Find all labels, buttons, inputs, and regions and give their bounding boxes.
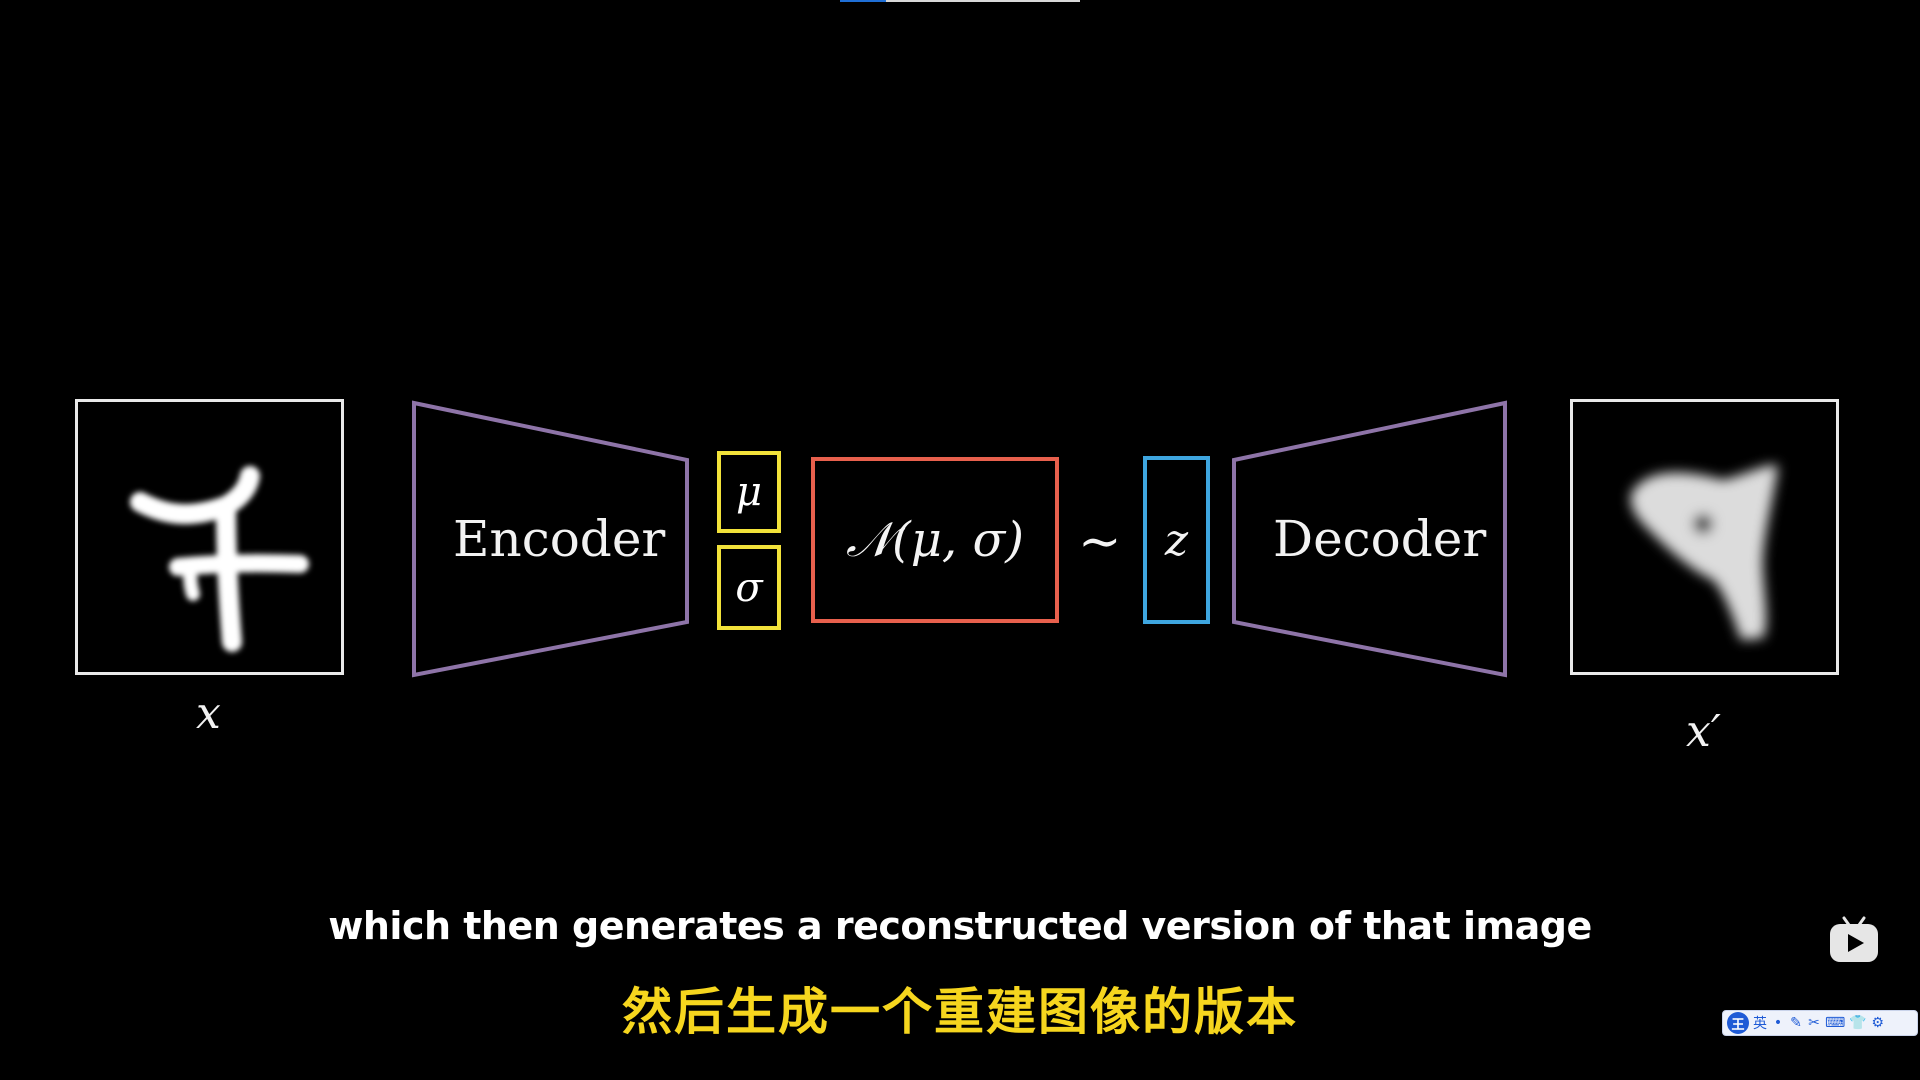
input-label: x [196, 688, 221, 739]
ime-keyboard-icon[interactable]: ⌨ [1825, 1015, 1846, 1031]
sigma-box: σ [717, 545, 781, 630]
sample-symbol: ∼ [1078, 512, 1122, 572]
subtitle-chinese: 然后生成一个重建图像的版本 [622, 983, 1298, 1041]
distribution-label: 𝒩(μ, σ) [846, 511, 1024, 568]
ime-scissors-icon[interactable]: ✂ [1808, 1015, 1820, 1031]
latent-label: z [1164, 514, 1189, 566]
video-progress-fill [840, 0, 886, 2]
ime-punctuation-icon[interactable]: • [1773, 1015, 1783, 1031]
input-image [75, 399, 344, 675]
ime-skin-icon[interactable]: 👕 [1849, 1015, 1867, 1031]
ime-settings-icon[interactable]: ⚙ [1871, 1015, 1884, 1031]
sigma-label: σ [735, 564, 763, 611]
output-label: x′ [1686, 706, 1721, 757]
latent-box: z [1143, 456, 1210, 624]
mu-label: μ [736, 469, 762, 515]
ime-toolbar[interactable]: 王 英 • ✎ ✂ ⌨ 👕 ⚙ [1722, 1010, 1918, 1036]
tv-play-icon [1830, 916, 1878, 962]
video-progress-bar[interactable] [840, 0, 1080, 2]
ime-mode-toggle[interactable]: 英 [1753, 1016, 1767, 1032]
subtitle-english: which then generates a reconstructed ver… [328, 904, 1592, 948]
decoder-label: Decoder [1273, 510, 1487, 568]
mu-box: μ [717, 451, 781, 533]
distribution-box: 𝒩(μ, σ) [811, 457, 1059, 623]
decoder-shape [1232, 400, 1507, 678]
reconstructed-digit-image [1630, 465, 1778, 640]
encoder-shape [412, 400, 689, 678]
ime-logo-icon[interactable]: 王 [1727, 1012, 1749, 1034]
ime-handwriting-icon[interactable]: ✎ [1790, 1015, 1802, 1031]
output-image [1570, 399, 1839, 675]
input-digit-image [130, 466, 309, 652]
bilibili-tv-icon[interactable] [1826, 912, 1882, 968]
encoder-label: Encoder [453, 510, 666, 568]
